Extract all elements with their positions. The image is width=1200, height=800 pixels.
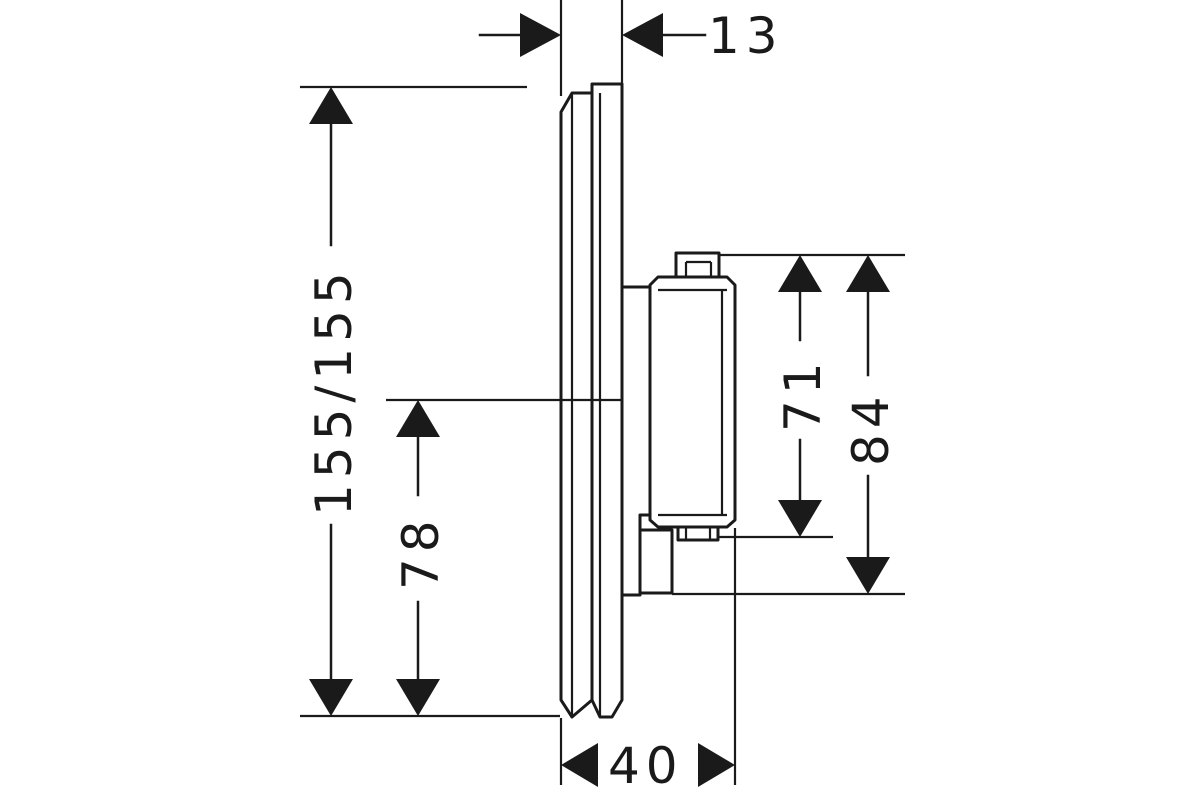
arrow-left — [622, 13, 663, 57]
arrow-up — [846, 255, 890, 292]
dim-depth: 40 — [561, 737, 735, 795]
dim-top-offset-label: 13 — [708, 7, 784, 65]
arrow-left — [561, 743, 598, 787]
extension-lines — [300, 0, 905, 785]
dim-inner-body-height-label: 71 — [774, 356, 832, 432]
dim-total-height: 155/155 — [305, 87, 363, 716]
dim-depth-label: 40 — [608, 737, 684, 795]
arrow-down — [846, 557, 890, 594]
dim-outer-body-height-label: 84 — [842, 390, 900, 466]
dim-center-height-label: 78 — [392, 514, 450, 590]
dim-inner-body-height: 71 — [774, 255, 832, 537]
product-outline — [559, 82, 737, 719]
top-cap — [674, 251, 721, 279]
arrow-down — [396, 679, 440, 716]
bottom-cap — [676, 525, 720, 542]
arrow-up — [309, 87, 353, 124]
dim-outer-body-height: 84 — [842, 255, 900, 594]
collar-neck — [638, 528, 674, 595]
cover-plate — [559, 91, 594, 719]
arrow-right — [520, 13, 561, 57]
arrow-up — [396, 400, 440, 437]
arrow-down — [778, 500, 822, 537]
dim-total-height-label: 155/155 — [305, 266, 363, 516]
arrow-right — [698, 743, 735, 787]
dim-center-height: 78 — [392, 400, 450, 716]
arrow-up — [778, 255, 822, 292]
arrow-down — [309, 679, 353, 716]
dim-top-offset: 13 — [478, 7, 784, 65]
